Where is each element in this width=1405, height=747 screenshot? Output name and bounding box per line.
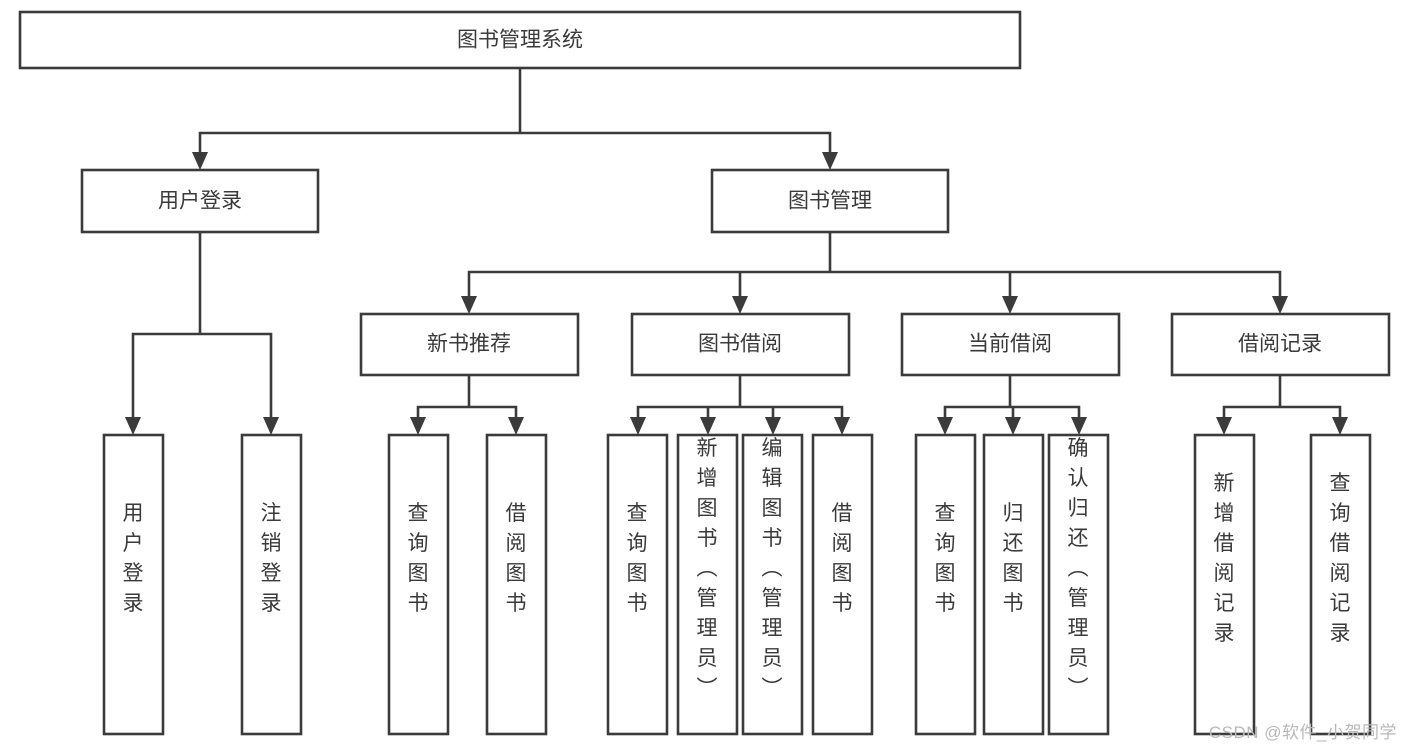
leaf-nb-query-book-box[interactable] xyxy=(387,433,450,736)
leaf-logout-label: 注销登录 xyxy=(261,502,282,615)
leaf-cb-return-book[interactable]: 归还图书 xyxy=(982,433,1045,736)
node-book-borrow-box[interactable] xyxy=(630,312,851,377)
leaf-cb-query-book-label: 查询图书 xyxy=(935,502,956,615)
edge-current-borrow-spine xyxy=(943,373,1081,425)
arrow-to-leaf-bb-edit xyxy=(765,417,781,435)
node-borrow-record-box[interactable] xyxy=(1170,312,1391,377)
node-current-borrow[interactable]: 当前借阅 xyxy=(900,312,1121,377)
node-new-book[interactable]: 新书推荐 xyxy=(359,312,580,377)
node-book-manage-box[interactable] xyxy=(710,168,950,234)
node-borrow-record-label: 借阅记录 xyxy=(1238,333,1322,356)
leaf-user-login-label: 用户登录 xyxy=(123,502,144,615)
leaf-user-login-box[interactable] xyxy=(102,433,165,736)
edge-user-login-spine xyxy=(131,230,273,425)
leaf-bb-borrow-book[interactable]: 借阅图书 xyxy=(811,433,874,736)
leaf-user-login[interactable]: 用户登录 xyxy=(102,433,165,736)
leaf-nb-query-book[interactable]: 查询图书 xyxy=(387,433,450,736)
arrow-to-borrow-record xyxy=(1272,296,1288,314)
edge-root-spine xyxy=(198,66,832,160)
leaf-br-add-record[interactable]: 新增借阅记录 xyxy=(1193,433,1256,736)
node-user-login-label: 用户登录 xyxy=(158,190,242,213)
arrow-to-leaf-cb-confirm xyxy=(1071,417,1087,435)
node-root[interactable]: 图书管理系统 xyxy=(18,10,1022,70)
csdn-watermark: CSDN @软件_小贺同学 xyxy=(1208,723,1397,742)
node-book-borrow[interactable]: 图书借阅 xyxy=(630,312,851,377)
leaf-bb-edit-book[interactable]: 编辑图书︵管理员︶ xyxy=(741,433,804,736)
arrow-to-new-book xyxy=(461,296,477,314)
leaf-logout[interactable]: 注销登录 xyxy=(240,433,303,736)
node-new-book-box[interactable] xyxy=(359,312,580,377)
node-root-box[interactable] xyxy=(18,10,1022,70)
leaf-bb-edit-book-box[interactable] xyxy=(741,433,804,736)
leaf-bb-edit-book-label: 编辑图书︵管理员︶ xyxy=(762,437,783,700)
leaf-bb-query-book-label: 查询图书 xyxy=(627,502,648,615)
arrow-to-leaf-logout xyxy=(263,417,279,435)
arrow-to-leaf-bb-query xyxy=(630,417,646,435)
arrow-to-leaf-bb-add xyxy=(700,417,716,435)
leaf-bb-add-book-box[interactable] xyxy=(676,433,739,736)
node-user-login-box[interactable] xyxy=(80,168,320,234)
leaf-bb-add-book[interactable]: 新增图书︵管理员︶ xyxy=(676,433,739,736)
leaf-br-query-record-box[interactable] xyxy=(1309,433,1372,736)
arrow-to-leaf-user-login xyxy=(125,417,141,435)
node-book-borrow-label: 图书借阅 xyxy=(698,333,782,356)
leaf-bb-borrow-book-label: 借阅图书 xyxy=(832,502,853,615)
leaf-cb-confirm-return[interactable]: 确认归还︵管理员︶ xyxy=(1047,433,1110,736)
arrow-to-leaf-cb-return xyxy=(1005,417,1021,435)
leaf-bb-query-book[interactable]: 查询图书 xyxy=(606,433,669,736)
edge-book-borrow-spine xyxy=(636,373,844,425)
node-current-borrow-label: 当前借阅 xyxy=(968,333,1052,356)
leaf-br-add-record-label: 新增借阅记录 xyxy=(1214,472,1235,645)
node-borrow-record[interactable]: 借阅记录 xyxy=(1170,312,1391,377)
leaf-cb-return-book-box[interactable] xyxy=(982,433,1045,736)
arrow-to-leaf-bb-borrow xyxy=(834,417,850,435)
arrow-to-book-borrow xyxy=(732,296,748,314)
node-current-borrow-box[interactable] xyxy=(900,312,1121,377)
leaf-bb-query-book-box[interactable] xyxy=(606,433,669,736)
edge-new-book-spine xyxy=(416,373,518,425)
arrow-to-book-manage xyxy=(822,152,838,170)
leaf-nb-borrow-book-box[interactable] xyxy=(485,433,548,736)
leaf-cb-query-book[interactable]: 查询图书 xyxy=(914,433,977,736)
node-root-label: 图书管理系统 xyxy=(457,29,583,52)
leaf-cb-confirm-return-box[interactable] xyxy=(1047,433,1110,736)
node-book-manage-label: 图书管理 xyxy=(788,190,872,213)
arrow-to-leaf-br-query xyxy=(1332,417,1348,435)
leaf-cb-query-book-box[interactable] xyxy=(914,433,977,736)
edge-borrow-record-spine xyxy=(1222,373,1342,425)
arrow-to-user-login xyxy=(192,152,208,170)
edge-book-manage-spine xyxy=(467,230,1282,304)
node-user-login[interactable]: 用户登录 xyxy=(80,168,320,234)
leaf-cb-return-book-label: 归还图书 xyxy=(1003,502,1024,615)
leaf-br-query-record[interactable]: 查询借阅记录 xyxy=(1309,433,1372,736)
leaf-nb-query-book-label: 查询图书 xyxy=(408,502,429,615)
leaf-br-query-record-label: 查询借阅记录 xyxy=(1330,472,1351,645)
leaf-logout-box[interactable] xyxy=(240,433,303,736)
leaf-nb-borrow-book[interactable]: 借阅图书 xyxy=(485,433,548,736)
arrow-to-leaf-nb-borrow xyxy=(508,417,524,435)
arrow-to-leaf-nb-query xyxy=(410,417,426,435)
arrow-to-leaf-br-add xyxy=(1216,417,1232,435)
node-new-book-label: 新书推荐 xyxy=(427,333,511,356)
leaf-br-add-record-box[interactable] xyxy=(1193,433,1256,736)
node-book-manage[interactable]: 图书管理 xyxy=(710,168,950,234)
edges-layer xyxy=(125,66,1348,435)
arrow-to-leaf-cb-query xyxy=(937,417,953,435)
leaf-cb-confirm-return-label: 确认归还︵管理员︶ xyxy=(1068,437,1089,700)
arrow-to-current-borrow xyxy=(1002,296,1018,314)
leaf-nb-borrow-book-label: 借阅图书 xyxy=(506,502,527,615)
leaf-bb-borrow-book-box[interactable] xyxy=(811,433,874,736)
leaf-bb-add-book-label: 新增图书︵管理员︶ xyxy=(697,437,718,700)
